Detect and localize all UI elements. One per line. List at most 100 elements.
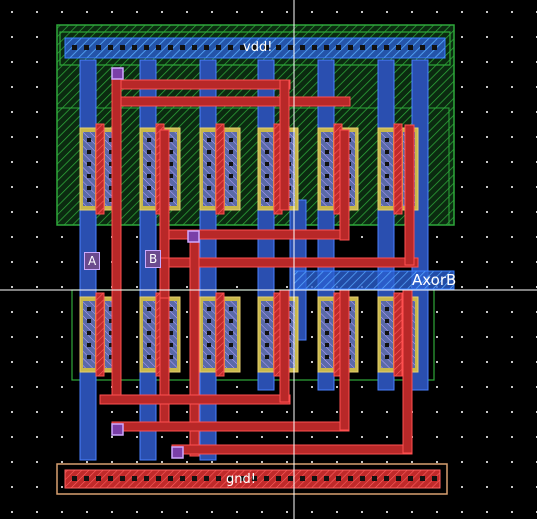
contact — [109, 319, 113, 323]
contact — [229, 343, 233, 347]
contact — [265, 343, 269, 347]
contact — [109, 150, 113, 154]
gnd-contact — [360, 476, 365, 481]
contact — [265, 307, 269, 311]
vdd-contact — [336, 45, 341, 50]
vdd-contact — [84, 45, 89, 50]
route-bot-6[interactable] — [402, 289, 413, 454]
vdd-contact — [372, 45, 377, 50]
contact — [147, 331, 151, 335]
contact — [109, 162, 113, 166]
contact — [265, 138, 269, 142]
route-top-1[interactable] — [111, 79, 291, 90]
contact — [147, 307, 151, 311]
gnd-contact — [300, 476, 305, 481]
contact — [325, 162, 329, 166]
contact — [325, 355, 329, 359]
gnd-contact — [384, 476, 389, 481]
route-b-stub[interactable] — [159, 257, 170, 299]
contact — [265, 186, 269, 190]
contact — [169, 319, 173, 323]
route-bot-5[interactable] — [171, 444, 413, 455]
poly-gate[interactable] — [95, 292, 105, 377]
gnd-contact — [312, 476, 317, 481]
contact — [87, 343, 91, 347]
contact — [147, 150, 151, 154]
gnd-contact — [228, 476, 233, 481]
vdd-contact — [300, 45, 305, 50]
contact — [207, 174, 211, 178]
vdd-contact — [348, 45, 353, 50]
contact — [265, 150, 269, 154]
contact — [109, 307, 113, 311]
gnd-contact — [180, 476, 185, 481]
contact — [229, 138, 233, 142]
vdd-contact — [156, 45, 161, 50]
poly-gate[interactable] — [215, 123, 225, 215]
vdd-contact — [192, 45, 197, 50]
source-drain — [83, 132, 95, 206]
route-bot-3[interactable] — [111, 421, 350, 432]
gnd-contact — [288, 476, 293, 481]
contact — [385, 174, 389, 178]
contact — [109, 331, 113, 335]
gnd-contact — [240, 476, 245, 481]
vdd-contact — [180, 45, 185, 50]
vdd-contact — [168, 45, 173, 50]
contact — [109, 138, 113, 142]
route-bot-2[interactable] — [279, 289, 290, 403]
pin-a[interactable]: A — [84, 252, 101, 270]
source-drain — [203, 132, 215, 206]
gnd-contact — [252, 476, 257, 481]
vdd-contact — [432, 45, 437, 50]
route-bot-1[interactable] — [99, 394, 291, 405]
contact — [385, 162, 389, 166]
contact — [87, 162, 91, 166]
contact — [325, 319, 329, 323]
gnd-contact — [372, 476, 377, 481]
poly-gate[interactable] — [215, 292, 225, 377]
contact — [385, 198, 389, 202]
vdd-contact — [324, 45, 329, 50]
contact — [147, 355, 151, 359]
contact — [385, 331, 389, 335]
contact — [109, 198, 113, 202]
contact — [229, 307, 233, 311]
output-pin-label[interactable]: AxorB — [412, 271, 457, 289]
vdd-contact — [252, 45, 257, 50]
vdd-contact — [204, 45, 209, 50]
via-3 — [111, 423, 124, 436]
pin-b[interactable]: B — [145, 250, 162, 268]
contact — [229, 355, 233, 359]
contact — [87, 319, 91, 323]
gnd-contact — [264, 476, 269, 481]
poly-gate[interactable] — [95, 123, 105, 215]
gnd-contact — [216, 476, 221, 481]
poly-gate[interactable] — [393, 123, 403, 215]
route-n-vert[interactable] — [339, 129, 350, 241]
contact — [265, 331, 269, 335]
route-top-2[interactable] — [111, 96, 351, 107]
vdd-contact — [72, 45, 77, 50]
route-right-vert[interactable] — [404, 124, 415, 266]
pin-b-label: B — [145, 250, 162, 268]
vdd-rail-outline — [59, 31, 451, 66]
contact — [169, 307, 173, 311]
vdd-contact — [360, 45, 365, 50]
contact — [265, 162, 269, 166]
route-left-vert[interactable] — [111, 69, 122, 401]
metal2-routing[interactable] — [99, 69, 419, 457]
gnd-contact — [156, 476, 161, 481]
contact — [87, 174, 91, 178]
route-top-3[interactable] — [279, 79, 290, 211]
poly-gate[interactable] — [393, 292, 403, 377]
contact — [325, 198, 329, 202]
route-bot-4[interactable] — [339, 289, 350, 431]
contact — [87, 186, 91, 190]
vdd-contact — [144, 45, 149, 50]
gnd-contact — [204, 476, 209, 481]
contact — [169, 162, 173, 166]
contact — [207, 198, 211, 202]
